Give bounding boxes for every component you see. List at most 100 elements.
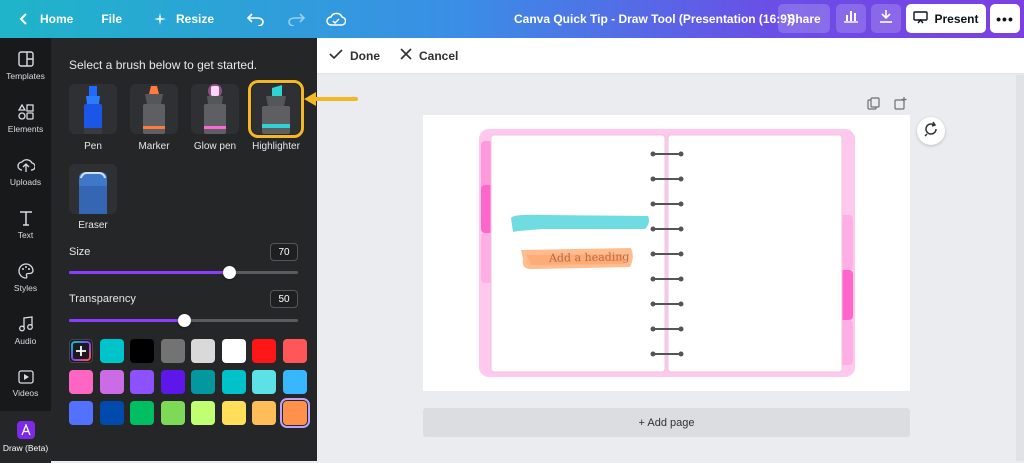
size-slider-handle[interactable] — [223, 266, 236, 279]
resize-button[interactable]: Resize — [140, 0, 224, 38]
color-swatch[interactable] — [252, 401, 276, 425]
share-button[interactable]: Share — [778, 4, 830, 33]
highlighter-brush-icon — [262, 85, 290, 134]
rail-label: Elements — [7, 124, 44, 134]
templates-icon — [17, 51, 34, 67]
draw-action-bar: Done Cancel — [317, 38, 1024, 74]
done-label: Done — [350, 48, 380, 63]
rail-label: Uploads — [9, 177, 42, 187]
color-swatch[interactable] — [69, 370, 93, 394]
rail-label: Draw (Beta) — [2, 443, 49, 453]
close-icon — [400, 48, 412, 63]
document-title[interactable]: Canva Quick Tip - Draw Tool (Presentatio… — [514, 12, 795, 26]
marker-brush-icon — [143, 86, 165, 134]
color-swatch[interactable] — [191, 370, 215, 394]
rail-item-audio[interactable]: Audio — [0, 305, 51, 357]
chevron-left-icon — [14, 9, 34, 29]
color-swatch[interactable] — [279, 398, 310, 428]
size-value-input[interactable]: 70 — [270, 243, 298, 261]
color-swatch[interactable] — [282, 339, 307, 363]
present-label: Present — [934, 11, 979, 26]
rail-item-styles[interactable]: Styles — [0, 252, 51, 304]
file-menu-button[interactable]: File — [91, 0, 132, 38]
color-swatch[interactable] — [130, 339, 154, 363]
file-label: File — [101, 12, 123, 26]
present-button[interactable]: Present — [906, 4, 986, 33]
audio-icon — [18, 316, 33, 332]
pen-brush-icon — [84, 86, 102, 134]
transparency-value-input[interactable]: 50 — [270, 290, 298, 308]
rail-label: Text — [17, 230, 34, 240]
color-swatch[interactable] — [99, 339, 124, 363]
text-icon — [19, 210, 33, 226]
rail-label: Videos — [12, 388, 39, 398]
color-swatch[interactable] — [191, 401, 215, 425]
rail-item-text[interactable]: Text — [0, 199, 51, 251]
redo-button[interactable] — [276, 0, 316, 38]
color-swatch[interactable] — [282, 370, 307, 394]
rail-label: Styles — [13, 283, 38, 293]
cloud-save-button[interactable] — [316, 0, 356, 38]
arrow-annotation-icon — [304, 92, 358, 106]
color-swatch[interactable] — [130, 401, 154, 425]
eraser-brush-icon — [79, 171, 107, 214]
uploads-icon — [16, 157, 35, 173]
color-swatch[interactable] — [252, 370, 276, 394]
color-swatch[interactable] — [221, 401, 246, 425]
color-swatch[interactable] — [99, 370, 124, 394]
rail-item-draw[interactable]: Draw (Beta) — [0, 411, 51, 463]
sparkle-icon — [150, 9, 170, 29]
notebook-illustration — [479, 129, 855, 377]
undo-button[interactable] — [236, 0, 276, 38]
insights-button[interactable] — [836, 4, 866, 33]
size-slider[interactable] — [69, 266, 298, 279]
undo-icon — [246, 9, 266, 29]
rail-item-videos[interactable]: Videos — [0, 358, 51, 410]
refresh-button[interactable] — [917, 117, 945, 145]
add-page-icon[interactable] — [894, 97, 907, 115]
transparency-slider-handle[interactable] — [178, 314, 191, 327]
download-button[interactable] — [871, 4, 901, 33]
add-page-button[interactable]: + Add page — [423, 408, 910, 437]
heading-placeholder[interactable]: Add a heading — [548, 250, 630, 265]
color-swatch[interactable] — [221, 339, 246, 363]
color-swatch[interactable] — [191, 339, 215, 363]
brush-marker[interactable] — [130, 84, 178, 134]
color-swatch[interactable] — [130, 370, 154, 394]
brush-glow-pen[interactable] — [191, 84, 239, 134]
bar-chart-icon — [843, 9, 859, 28]
refresh-icon — [923, 121, 939, 142]
brush-pen[interactable] — [69, 84, 117, 134]
add-color-button[interactable] — [69, 339, 93, 363]
done-button[interactable]: Done — [329, 48, 380, 63]
rail-item-uploads[interactable]: Uploads — [0, 146, 51, 198]
color-swatch[interactable] — [221, 370, 246, 394]
more-options-button[interactable]: ••• — [990, 4, 1020, 33]
top-bar: Home File Resize Canva Quick Tip - Draw … — [0, 0, 1024, 38]
design-page[interactable]: Add a heading — [423, 115, 910, 391]
resize-label: Resize — [176, 12, 215, 26]
color-swatch[interactable] — [160, 370, 185, 394]
scrollbar[interactable] — [1016, 75, 1024, 461]
draw-panel: Select a brush below to get started. — [51, 38, 317, 461]
home-button[interactable]: Home — [4, 0, 83, 38]
color-swatch[interactable] — [160, 401, 185, 425]
cloud-check-icon — [326, 9, 347, 29]
brush-eraser[interactable] — [69, 164, 117, 214]
transparency-slider[interactable] — [69, 314, 298, 327]
brush-highlighter[interactable] — [248, 80, 304, 138]
color-swatch[interactable] — [252, 339, 276, 363]
rail-label: Templates — [6, 71, 45, 81]
videos-icon — [17, 370, 34, 384]
redo-icon — [286, 9, 306, 29]
cancel-button[interactable]: Cancel — [400, 48, 458, 63]
color-swatch[interactable] — [69, 401, 93, 425]
color-swatch[interactable] — [99, 401, 124, 425]
side-rail: Templates Elements Uploads Text Styles A… — [0, 38, 51, 463]
rail-item-templates[interactable]: Templates — [0, 40, 51, 92]
color-swatch[interactable] — [160, 339, 185, 363]
duplicate-page-icon[interactable] — [867, 97, 880, 115]
glow-pen-brush-icon — [204, 84, 226, 134]
size-slider-fill — [69, 271, 229, 274]
rail-item-elements[interactable]: Elements — [0, 93, 51, 145]
